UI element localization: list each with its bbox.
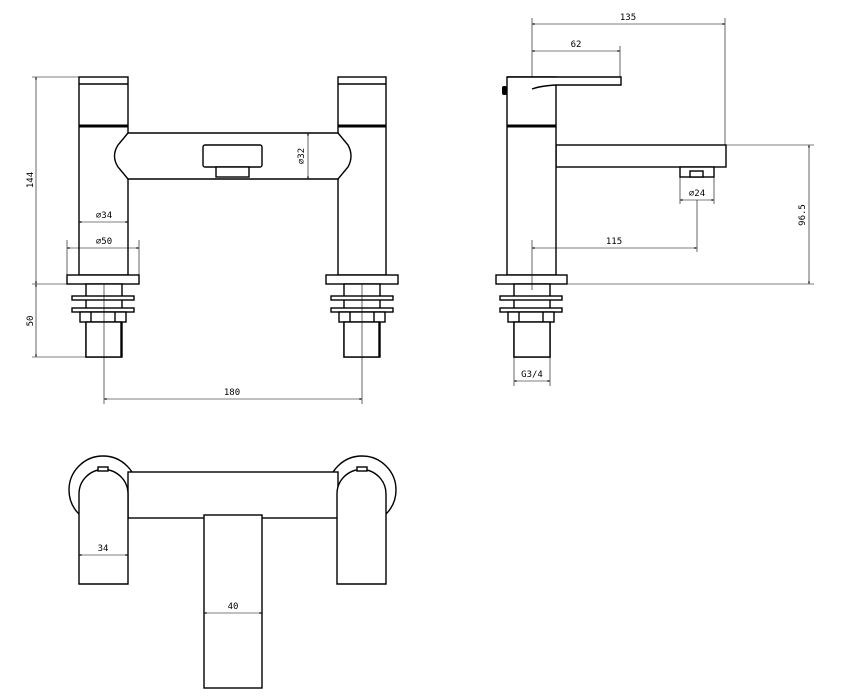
dim-180: 180 (103, 284, 363, 404)
dim-115: 115 (531, 200, 698, 290)
dim-label: 135 (620, 13, 636, 23)
dim-label: 144 (26, 172, 36, 188)
dim-bridge-diameter: ⌀32 (297, 133, 309, 179)
body (506, 76, 557, 276)
dim-base-diameter: ⌀50 (66, 237, 140, 275)
dim-label: 96.5 (798, 204, 808, 226)
dim-144: 144 (26, 76, 79, 285)
side-view: 135 62 ⌀24 115 96.5 G3 (495, 13, 814, 386)
dim-label: G3/4 (521, 370, 543, 380)
spout (555, 144, 727, 168)
dim-label: 115 (606, 237, 622, 247)
dim-label: ⌀34 (96, 211, 112, 221)
left-pillar (78, 76, 129, 276)
bridge (127, 471, 339, 519)
lever-handle (507, 76, 622, 90)
front-view: 144 50 ⌀34 ⌀50 ⌀32 180 (26, 76, 399, 404)
dim-96-5: 96.5 (567, 144, 814, 285)
dim-label: 34 (98, 544, 109, 554)
spout (203, 514, 263, 689)
top-view: 34 40 (68, 455, 397, 689)
dim-body-diameter: ⌀34 (79, 211, 128, 223)
dim-label: ⌀24 (689, 189, 705, 199)
dim-62: 62 (532, 40, 621, 77)
dim-label: 50 (26, 316, 36, 327)
left-fixing (66, 274, 140, 358)
dim-label: ⌀32 (297, 148, 307, 164)
left-handle (78, 468, 129, 585)
right-handle (336, 468, 387, 585)
dim-handle-width: 34 (79, 544, 128, 556)
dim-spout-width: 40 (204, 602, 262, 614)
right-pillar (337, 76, 387, 276)
dim-thread: G3/4 (513, 357, 551, 386)
dim-label: 180 (224, 388, 240, 398)
aerator (202, 144, 263, 178)
dim-135: 135 (531, 13, 726, 145)
dim-label: ⌀50 (96, 237, 112, 247)
dim-aerator-diameter: ⌀24 (679, 177, 715, 204)
dim-label: 62 (571, 40, 582, 50)
side-fixing (495, 274, 568, 358)
dim-label: 40 (228, 602, 239, 612)
aerator (679, 166, 715, 178)
dim-50: 50 (26, 284, 86, 358)
knob-icon (502, 86, 507, 95)
